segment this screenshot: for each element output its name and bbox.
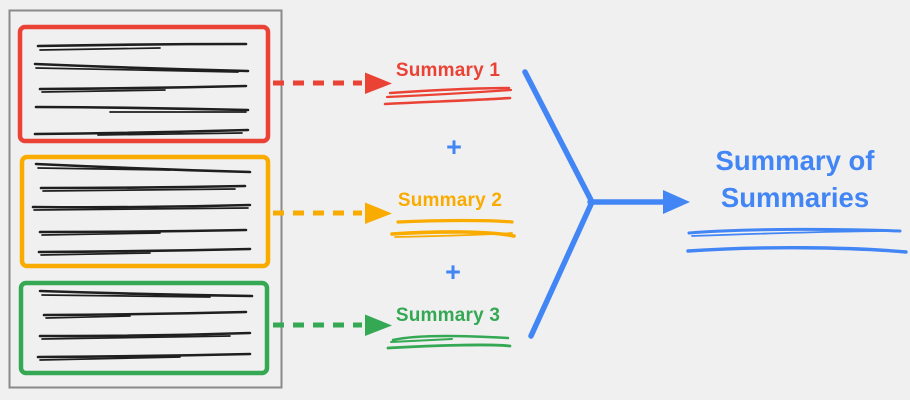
- plus-sign-1: +: [446, 132, 462, 162]
- document-section-box-3: [18, 280, 270, 376]
- summary-1-label: Summary 1: [395, 60, 501, 81]
- document-text-scribble: [41, 232, 161, 236]
- plus-sign-2: +: [445, 257, 461, 287]
- merge-line-bottom: [528, 199, 595, 339]
- document-text-scribble: [34, 162, 252, 174]
- scribble-stroke: [394, 232, 513, 238]
- document-text-scribble: [33, 128, 250, 136]
- scribble-stroke: [396, 218, 514, 224]
- document-text-scribble: [38, 289, 254, 298]
- summary-2-scribble: [390, 218, 516, 238]
- document-text-scribble: [41, 294, 211, 298]
- scribble-stroke: [385, 88, 513, 99]
- document-text-scribble: [38, 331, 252, 338]
- scribble-stroke: [388, 86, 511, 95]
- document-section-box-1: [17, 24, 271, 144]
- document-text-scribble: [33, 62, 250, 73]
- document-text-scribble: [40, 252, 151, 256]
- document-text-scribble: [38, 228, 248, 234]
- scribble-stroke: [383, 96, 512, 106]
- dashed-arrow-2: [273, 202, 392, 224]
- document-text-scribble: [41, 89, 166, 93]
- summary-of-summaries-label: Summary of Summaries: [715, 145, 875, 213]
- document-text-scribble: [33, 207, 249, 211]
- document-text-scribble: [37, 247, 252, 254]
- arrowhead-2-icon: [365, 202, 392, 224]
- summary-1-scribble: [383, 86, 513, 106]
- result-scribble: [686, 227, 908, 254]
- scribble-stroke: [686, 246, 908, 254]
- document-text-scribble: [42, 310, 248, 317]
- dashed-arrow-1: [273, 72, 392, 94]
- arrowhead-1-icon: [365, 72, 392, 94]
- scribble-stroke: [390, 338, 453, 343]
- scribble-stroke: [386, 343, 512, 350]
- merge-line-top: [522, 69, 595, 205]
- summary-3-label: Summary 3: [395, 305, 501, 326]
- document-text-scribble: [39, 356, 181, 361]
- document-text-scribble: [39, 47, 161, 51]
- document-text-scribble: [36, 352, 252, 359]
- document-outline: [8, 9, 283, 389]
- document-section-box-2: [19, 154, 271, 269]
- document-text-scribble: [37, 167, 171, 171]
- document-text-scribble: [35, 67, 239, 73]
- document-text-scribble: [97, 132, 243, 136]
- document-text-scribble: [36, 42, 248, 48]
- summary-3-scribble: [386, 334, 512, 350]
- scribble-stroke: [691, 230, 898, 237]
- document-text-scribble: [42, 188, 236, 192]
- document-text-scribble: [45, 315, 131, 319]
- arrowhead-3-icon: [365, 314, 392, 336]
- document-text-scribble: [39, 184, 247, 190]
- merge-connector: [522, 69, 690, 339]
- document-text-scribble: [38, 84, 248, 91]
- document-text-scribble: [34, 105, 250, 112]
- dashed-arrow-3: [273, 314, 392, 336]
- document-text-scribble: [31, 203, 252, 209]
- document-text-scribble: [41, 335, 231, 340]
- document-text-lines: [31, 42, 254, 361]
- summary-2-label: Summary 2: [397, 190, 503, 211]
- result-arrowhead-icon: [663, 190, 690, 214]
- scribble-stroke: [390, 230, 516, 238]
- scribble-stroke: [391, 334, 510, 342]
